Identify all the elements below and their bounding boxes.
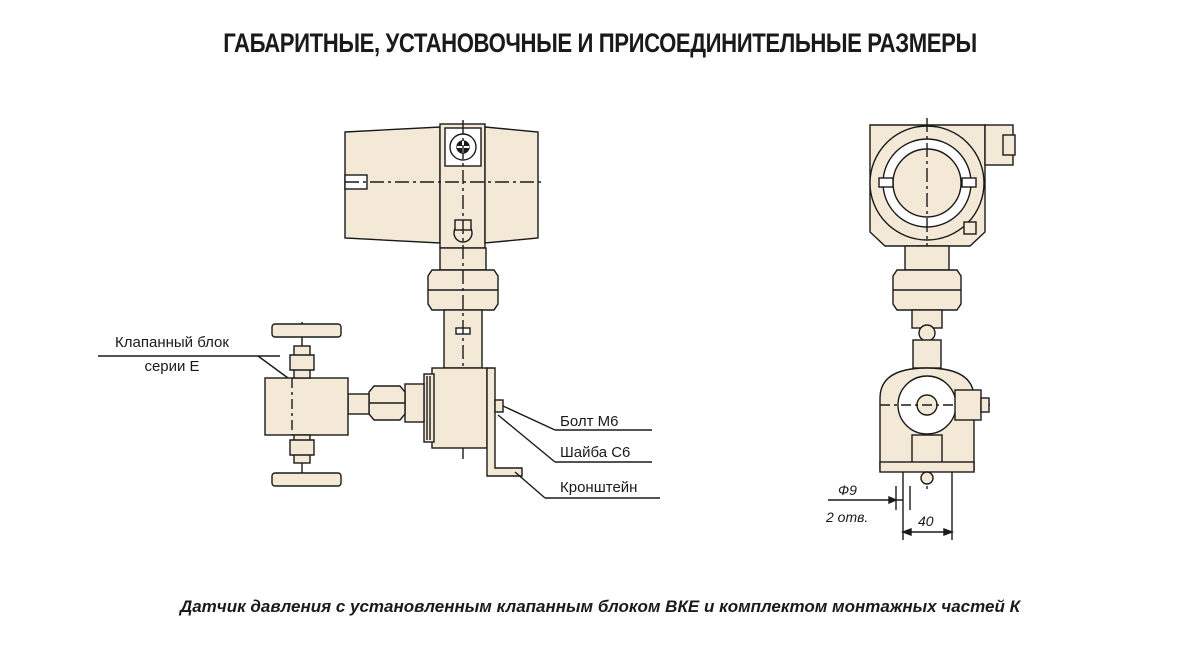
bolt-label: Болт М6 — [560, 413, 618, 430]
washer-label: Шайба С6 — [560, 444, 630, 461]
transmitter-housing-side — [869, 118, 1016, 490]
label-leaders — [98, 355, 660, 499]
fitting-front — [347, 383, 425, 423]
page-title: ГАБАРИТНЫЕ, УСТАНОВОЧНЫЕ И ПРИСОЕДИНИТЕЛ… — [223, 28, 977, 58]
bracket-label: Кронштейн — [560, 479, 637, 496]
dimension-40 — [901, 472, 954, 540]
mounting-clamp-side — [879, 367, 990, 485]
valve-block-series-label: серии Е — [144, 358, 199, 375]
valve-block-front — [264, 322, 349, 487]
valve-block-label: Клапанный блок — [115, 334, 229, 351]
sensor-neck-side — [892, 245, 962, 369]
hole-diameter-label: Ф9 — [838, 482, 857, 498]
transmitter-housing-front — [344, 123, 545, 249]
dimension-hole — [828, 486, 911, 510]
figure-caption: Датчик давления с установленным клапанны… — [179, 597, 1021, 616]
mounting-clamp-front — [423, 367, 523, 477]
front-view — [264, 120, 545, 487]
hole-spacing-label: 40 — [918, 513, 934, 529]
hole-count-label: 2 отв. — [825, 509, 868, 525]
side-view — [828, 118, 1016, 540]
